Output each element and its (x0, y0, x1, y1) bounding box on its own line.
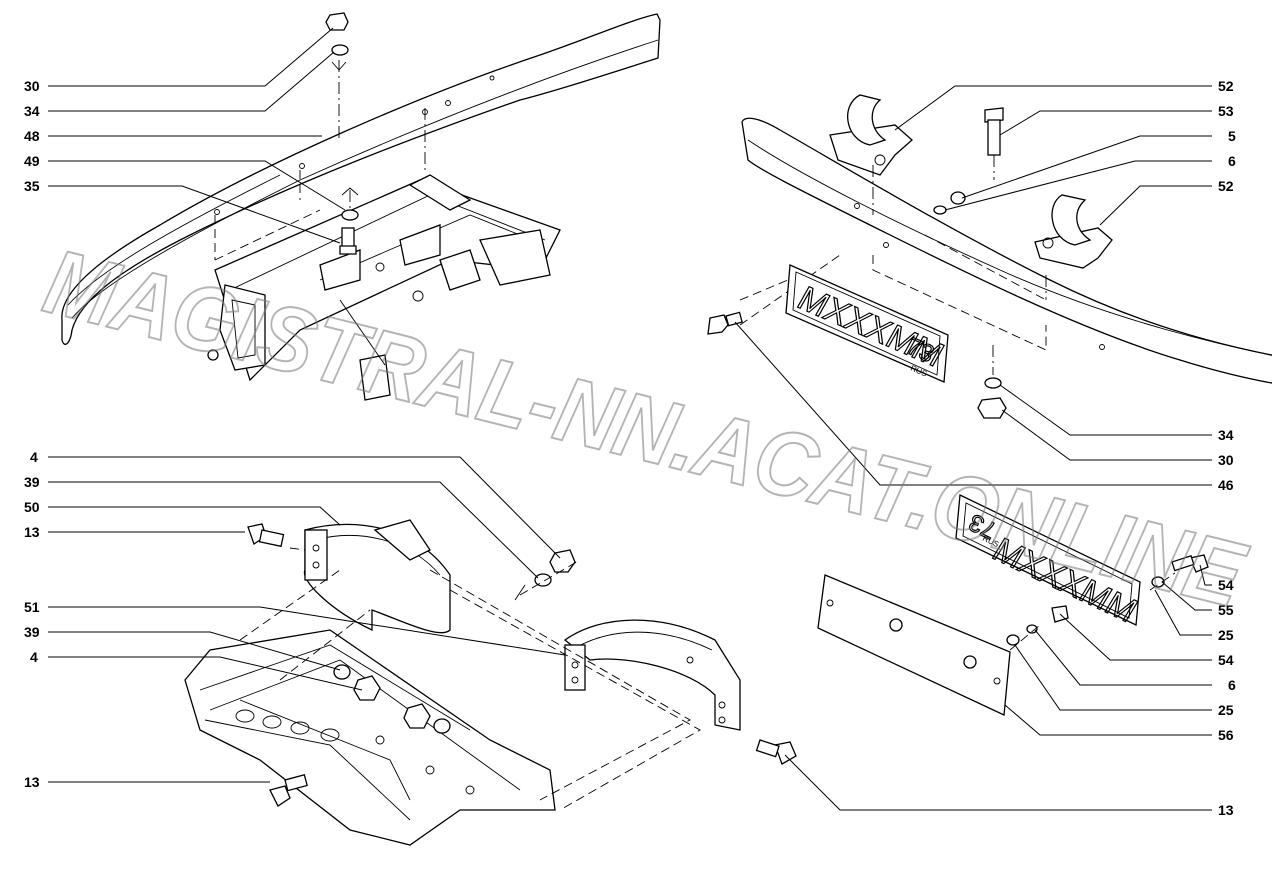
callout-34: 34 (24, 103, 40, 119)
callout-48: 48 (24, 128, 40, 144)
callout-25: 25 (1218, 702, 1234, 718)
callout-39: 39 (24, 474, 40, 490)
callout-46: 46 (1218, 477, 1234, 493)
callout-39: 39 (24, 624, 40, 640)
rear-bumper-assembly: MXXXMM 73 RUS (707, 94, 1272, 419)
callout-labels-left: 30 34 48 49 35 4 39 50 13 51 39 4 13 (24, 78, 40, 790)
callout-6: 6 (1228, 153, 1236, 169)
leader-lines (48, 27, 1212, 811)
callout-54: 54 (1218, 652, 1234, 668)
callout-56: 56 (1218, 727, 1234, 743)
callout-51: 51 (24, 599, 40, 615)
callout-4: 4 (30, 649, 38, 665)
callout-30: 30 (24, 78, 40, 94)
front-bumper-assembly (61, 12, 661, 401)
callout-35: 35 (24, 178, 40, 194)
callout-labels-right: 52 53 5 6 52 34 30 46 54 55 25 54 6 25 5… (1218, 78, 1236, 818)
callout-13: 13 (24, 524, 40, 540)
callout-55: 55 (1218, 602, 1234, 618)
callout-53: 53 (1218, 103, 1234, 119)
callout-30: 30 (1218, 452, 1234, 468)
callout-49: 49 (24, 153, 40, 169)
callout-13: 13 (24, 774, 40, 790)
callout-34: 34 (1218, 427, 1234, 443)
callout-13: 13 (1218, 802, 1234, 818)
callout-6: 6 (1228, 677, 1236, 693)
frame-strap-assembly (184, 519, 797, 846)
callout-54: 54 (1218, 577, 1234, 593)
callout-52: 52 (1218, 78, 1234, 94)
callout-4: 4 (30, 449, 38, 465)
watermark: MAGISTRAL-NN.ACAT.ONLINE (35, 230, 1255, 627)
callout-25: 25 (1218, 627, 1234, 643)
callout-5: 5 (1228, 128, 1236, 144)
callout-50: 50 (24, 499, 40, 515)
callout-52: 52 (1218, 178, 1234, 194)
front-license-plate: MXXXMM 73 RUS (785, 264, 951, 383)
